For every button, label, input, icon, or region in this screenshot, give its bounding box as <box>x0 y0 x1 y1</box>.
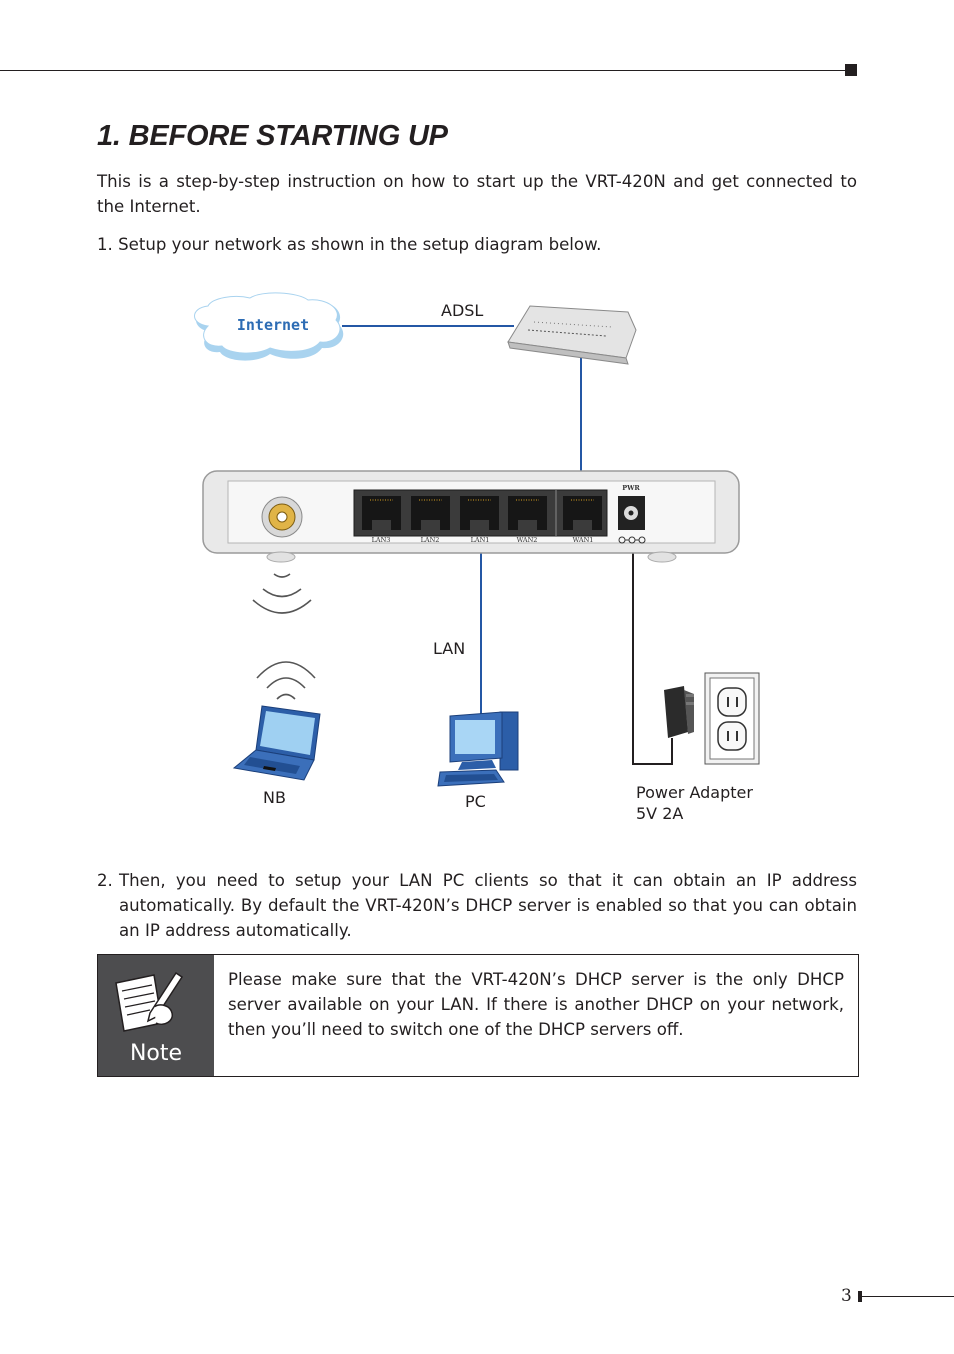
port-label-lan3: LAN3 <box>372 536 391 544</box>
step-2-text: Then, you need to setup your LAN PC clie… <box>119 871 857 940</box>
port-label-lan1: LAN1 <box>471 536 490 544</box>
polarity-icon <box>618 536 646 544</box>
power-adapter-icon <box>664 686 694 738</box>
section-title: 1. BEFORE STARTING UP <box>97 120 448 152</box>
step-2-number: 2. <box>97 871 113 890</box>
step-2: 2. Then, you need to setup your LAN PC c… <box>97 868 857 943</box>
nb-label: NB <box>263 788 286 807</box>
intro-paragraph: This is a step-by-step instruction on ho… <box>97 172 857 216</box>
adsl-modem-icon <box>507 305 637 365</box>
router-back-panel: LAN3 LAN2 LAN1 WAN2 WAN1 PWR <box>202 470 740 563</box>
desktop-pc-icon <box>437 711 519 787</box>
footer-bar <box>858 1291 862 1302</box>
setup-diagram: Internet ADSL <box>194 292 760 823</box>
note-pencil-icon <box>115 971 184 1032</box>
note-text: Please make sure that the VRT-420N’s DHC… <box>228 970 844 1039</box>
header-square <box>845 64 857 76</box>
adsl-label: ADSL <box>441 301 483 320</box>
power-adapter-label: Power Adapter <box>636 783 753 802</box>
wall-outlet-icon <box>704 672 760 765</box>
port-label-lan2: LAN2 <box>421 536 440 544</box>
internet-label: Internet <box>237 316 309 334</box>
notebook-icon <box>232 705 321 781</box>
internet-cloud-icon: Internet <box>194 292 344 361</box>
power-rating-label: 5V 2A <box>636 804 683 823</box>
wireless-signal-icon <box>252 573 312 614</box>
header-rule <box>0 70 846 71</box>
port-label-wan1: WAN1 <box>573 536 594 544</box>
wireless-receive-icon <box>256 661 316 700</box>
footer-rule <box>862 1296 954 1297</box>
lan-label: LAN <box>433 639 465 658</box>
note-label: Note <box>129 1041 183 1066</box>
ethernet-ports <box>362 496 602 530</box>
pwr-label: PWR <box>622 484 640 492</box>
note-box: Note Please make sure that the VRT-420N’… <box>97 954 859 1077</box>
pc-label: PC <box>465 792 486 811</box>
step-1-text: 1. Setup your network as shown in the se… <box>97 235 602 254</box>
power-cord <box>632 548 673 765</box>
page-number: 3 <box>841 1286 852 1306</box>
port-label-wan2: WAN2 <box>517 536 538 544</box>
note-sidebar: Note <box>98 955 214 1076</box>
